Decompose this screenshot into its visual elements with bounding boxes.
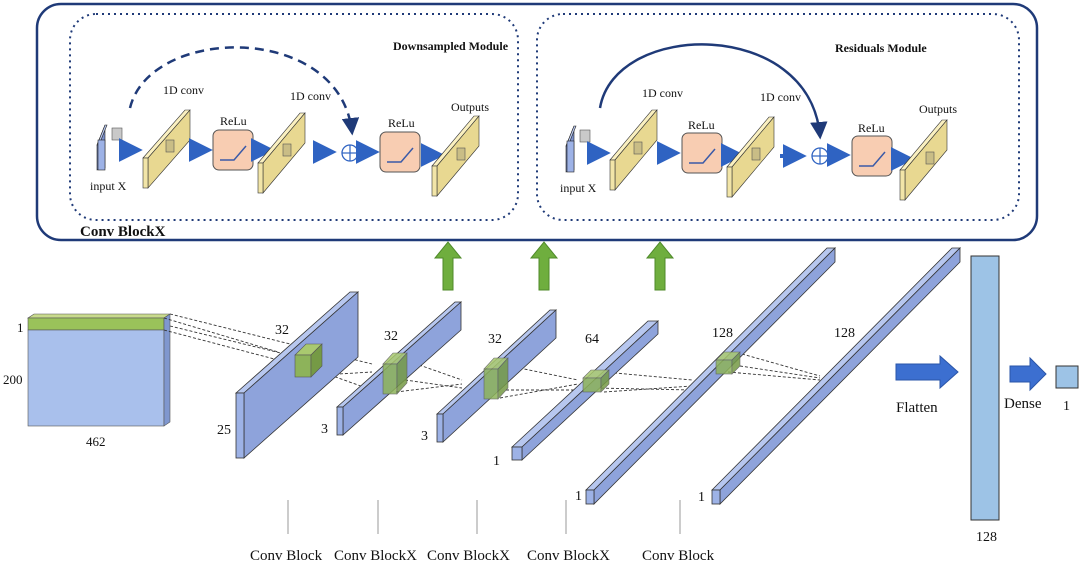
downsampled-add-node: [341, 144, 359, 162]
kernel-cube-3: [483, 357, 509, 400]
residuals-output-plate: [899, 119, 948, 201]
input-matrix-height-label: 200: [3, 372, 23, 387]
residuals-input-plate: [565, 125, 591, 173]
downsampled-relu1-label: ReLu: [220, 114, 247, 128]
kernel-cube-2: [382, 352, 408, 395]
downsampled-output-plate: [431, 115, 480, 197]
conv-blockx-title: Conv BlockX: [80, 224, 166, 240]
kernel-cube-4: [582, 369, 610, 393]
layer-1-channels-label: 32: [275, 323, 289, 338]
residuals-add-node: [811, 147, 829, 165]
residuals-outputs-label: Outputs: [919, 102, 957, 116]
feature-map-layer-6: [711, 247, 961, 505]
flatten-label: Flatten: [896, 400, 938, 416]
flatten-arrow: [895, 354, 959, 390]
residuals-conv-plate-1: [609, 109, 658, 191]
downsampled-module-frame: [69, 13, 519, 221]
output-node-label: 1: [1063, 399, 1070, 414]
feature-map-layer-5: [585, 247, 836, 505]
block-label-4: Conv BlockX: [527, 548, 610, 564]
downsampled-module-title: Downsampled Module: [393, 39, 509, 53]
residuals-relu2-label: ReLu: [858, 121, 885, 135]
downsampled-relu-box-2: [379, 131, 421, 173]
downsampled-relu-box-1: [212, 129, 254, 171]
layer-1-length-label: 25: [217, 423, 231, 438]
block-label-1: Conv Block: [250, 548, 323, 564]
residuals-relu1-label: ReLu: [688, 118, 715, 132]
block-label-2: Conv BlockX: [334, 548, 417, 564]
conv-blockx-panel: Conv BlockX Downsampled Module input X: [35, 2, 1039, 242]
block-separators: [287, 500, 681, 534]
dense-label: Dense: [1004, 396, 1042, 412]
layer-3-channels-label: 32: [488, 332, 502, 347]
downsampled-relu2-label: ReLu: [388, 116, 415, 130]
up-arrow-3: [645, 241, 675, 291]
residuals-conv1-label: 1D conv: [642, 86, 683, 100]
residuals-conv2-label: 1D conv: [760, 90, 801, 104]
residuals-module-frame: [536, 13, 1020, 221]
block-label-3: Conv BlockX: [427, 548, 510, 564]
feature-map-layer-1: [234, 291, 360, 459]
residuals-conv-plate-2: [726, 116, 775, 198]
residuals-relu-box-1: [681, 132, 723, 174]
residuals-module-title: Residuals Module: [835, 41, 927, 55]
residuals-module: Residuals Module input X 1D conv: [536, 13, 1020, 221]
feature-map-layer-2: [335, 301, 463, 436]
block-label-5: Conv Block: [642, 548, 715, 564]
layer-6-length-label: 1: [698, 490, 705, 505]
up-arrow-2: [529, 241, 559, 291]
downsampled-input-plate: [96, 124, 123, 171]
downsampled-conv-plate-1: [142, 109, 191, 189]
layer-2-length-label: 3: [321, 422, 328, 437]
layer-6-channels-label: 128: [834, 326, 855, 341]
conv-blockx-panel-frame: [35, 2, 1039, 242]
output-node: [1055, 365, 1079, 389]
input-matrix-width-label: 462: [86, 434, 106, 449]
feature-map-layer-4: [510, 320, 660, 461]
residuals-input-label: input X: [560, 181, 597, 195]
downsampled-outputs-label: Outputs: [451, 100, 489, 114]
input-matrix: [27, 313, 171, 427]
layer-4-length-label: 1: [493, 454, 500, 469]
layer-4-channels-label: 64: [585, 332, 599, 347]
feature-map-layer-3: [435, 309, 558, 443]
residuals-skip-connection: [598, 43, 828, 140]
downsampled-module: Downsampled Module input X 1D conv: [69, 13, 519, 221]
downsampled-conv1-label: 1D conv: [163, 83, 204, 97]
dense-arrow: [1009, 356, 1047, 392]
kernel-cube-1: [294, 343, 323, 378]
downsampled-skip-connection: [128, 46, 360, 136]
downsampled-input-label: input X: [90, 179, 127, 193]
kernel-cube-5: [715, 351, 741, 375]
downsampled-conv2-label: 1D conv: [290, 89, 331, 103]
layer-2-channels-label: 32: [384, 329, 398, 344]
residuals-relu-box-2: [851, 135, 893, 177]
layer-5-length-label: 1: [575, 489, 582, 504]
flattened-vector-label: 128: [976, 530, 997, 545]
flattened-vector: [970, 255, 1000, 521]
up-arrow-1: [433, 241, 463, 291]
downsampled-conv-plate-2: [257, 112, 306, 194]
layer-5-channels-label: 128: [712, 326, 733, 341]
input-matrix-top-label: 1: [17, 320, 24, 335]
layer-3-length-label: 3: [421, 429, 428, 444]
